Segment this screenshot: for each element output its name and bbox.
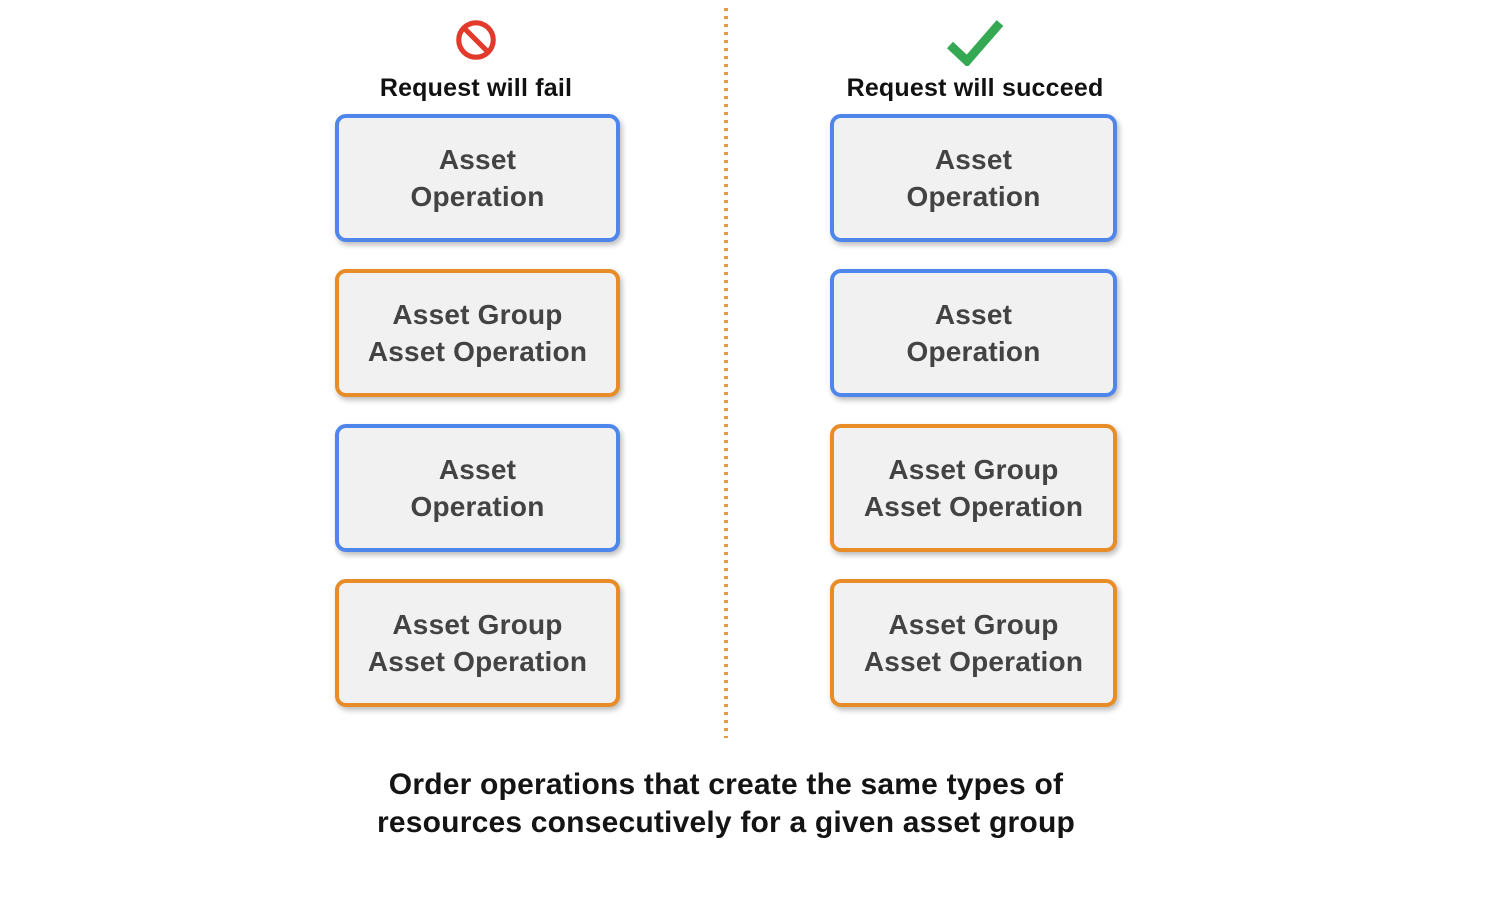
divider-dotted-line [724, 8, 728, 738]
fail-header-title: Request will fail [379, 74, 573, 102]
diagram-box: Asset Operation [335, 424, 620, 552]
diagram-box: Asset Group Asset Operation [335, 269, 620, 397]
fail-header: Request will fail [306, 18, 646, 103]
prohibited-icon [454, 18, 498, 66]
succeed-header: Request will succeed [805, 18, 1145, 103]
checkmark-icon [944, 18, 1006, 66]
diagram-box: Asset Operation [335, 114, 620, 242]
caption: Order operations that create the same ty… [377, 768, 1075, 839]
diagram-box: Asset Group Asset Operation [830, 424, 1117, 552]
diagram-box: Asset Operation [830, 269, 1117, 397]
diagram-box: Asset Group Asset Operation [830, 579, 1117, 707]
diagram-box: Asset Operation [830, 114, 1117, 242]
succeed-header-title: Request will succeed [846, 74, 1104, 102]
diagram-box: Asset Group Asset Operation [335, 579, 620, 707]
